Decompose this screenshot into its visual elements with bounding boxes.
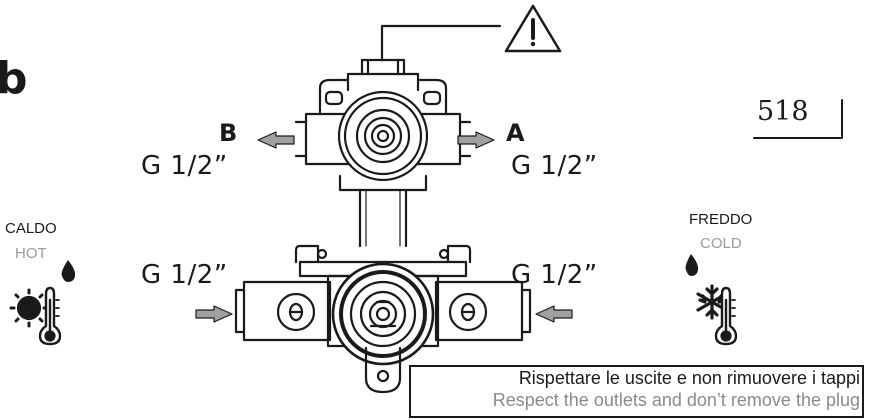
model-number: 518 bbox=[757, 96, 809, 127]
side-letter: b bbox=[0, 53, 28, 104]
upper-body bbox=[294, 58, 472, 192]
hot-label-it: CALDO bbox=[5, 220, 57, 237]
hot-label-en: HOT bbox=[15, 245, 47, 262]
inlet-cold-thread: G 1/2” bbox=[511, 260, 598, 290]
cold-droplet-icon bbox=[685, 254, 699, 276]
port-a-label: A bbox=[506, 119, 525, 147]
inlet-hot-arrow bbox=[195, 305, 233, 323]
note-line-en: Respect the outlets and don’t remove the… bbox=[492, 390, 860, 410]
installation-note: Rispettare le uscite e non rimuovere i t… bbox=[409, 365, 864, 418]
outlet-b-arrow bbox=[257, 131, 295, 149]
inlet-hot-thread: G 1/2” bbox=[141, 260, 228, 290]
connecting-column bbox=[358, 188, 408, 248]
hot-droplet-icon bbox=[61, 260, 76, 282]
warning-triangle-icon bbox=[504, 4, 562, 53]
model-bracket bbox=[753, 99, 843, 139]
lower-body bbox=[234, 244, 532, 394]
cold-label-it: FREDDO bbox=[689, 211, 753, 228]
note-line-it: Rispettare le uscite e non rimuovere i t… bbox=[518, 368, 860, 388]
outlet-a-thread: G 1/2” bbox=[511, 151, 598, 181]
outlet-a-arrow bbox=[457, 131, 495, 149]
snowflake-thermometer-icon bbox=[696, 284, 738, 346]
inlet-cold-arrow bbox=[535, 305, 573, 323]
outlet-b-thread: G 1/2” bbox=[141, 151, 228, 181]
sun-thermometer-icon bbox=[9, 286, 62, 346]
warning-leader-line bbox=[380, 24, 502, 60]
flow-arrows bbox=[195, 131, 573, 323]
port-b-label: B bbox=[219, 119, 238, 147]
cold-label-en: COLD bbox=[700, 235, 742, 252]
